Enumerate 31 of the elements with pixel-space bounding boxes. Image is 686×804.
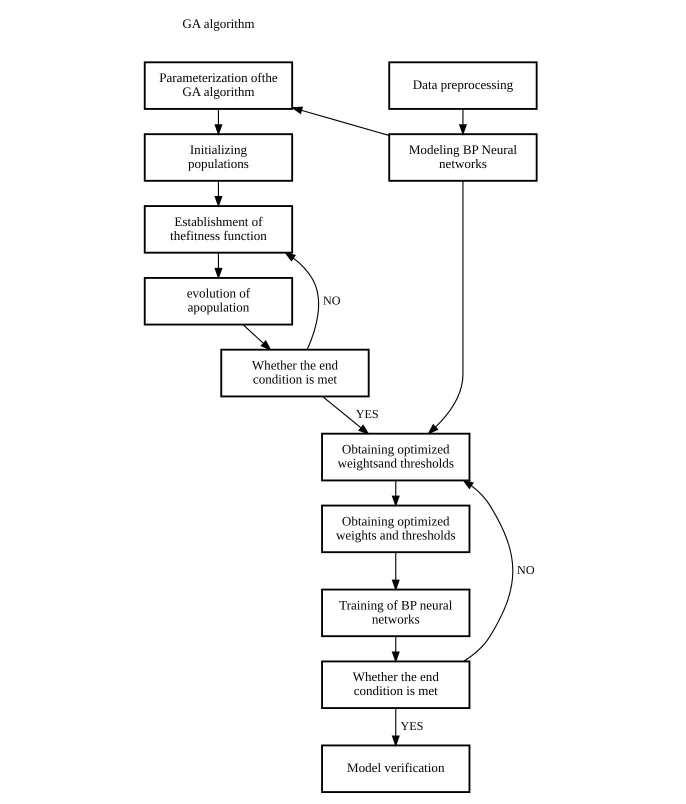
node-box: Whether the end condition is met	[220, 348, 370, 398]
arrow	[391, 480, 400, 508]
arrow	[462, 479, 513, 662]
node-box: Modeling BP Neural networks	[388, 133, 538, 182]
node-box: Obtaining optimized weightsand thresholds	[320, 432, 470, 482]
arrow	[391, 636, 400, 664]
node-box: Initializing populations	[143, 133, 293, 182]
node-box: Parameterization ofthe GA algorithm	[143, 61, 293, 110]
arrow	[458, 109, 466, 136]
node-box: Model verification	[320, 744, 470, 793]
arrow	[214, 252, 222, 280]
node-box: evolution of apopulation	[143, 276, 293, 326]
arrow	[426, 181, 463, 435]
edge-label: NO	[516, 563, 534, 578]
arrow	[322, 396, 370, 435]
arrow	[391, 708, 400, 748]
arrow	[290, 106, 389, 136]
arrow	[214, 109, 222, 136]
arrow	[242, 324, 272, 351]
node-box: Obtaining optimized weights and thresholds	[320, 504, 470, 554]
node-box: Training of BP neural networks	[320, 588, 470, 638]
node-box: Data preprocessing	[388, 61, 538, 110]
edge-label: YES	[355, 407, 378, 422]
edge-label: NO	[322, 293, 340, 308]
node-box: Whether the end condition is met	[320, 660, 470, 710]
label: GA algorithm	[182, 16, 254, 31]
node-box: Establishment of thefitness function	[143, 205, 293, 254]
edge-label: YES	[400, 718, 423, 733]
arrow	[284, 252, 319, 350]
arrow	[214, 180, 222, 208]
arrow	[391, 552, 400, 592]
